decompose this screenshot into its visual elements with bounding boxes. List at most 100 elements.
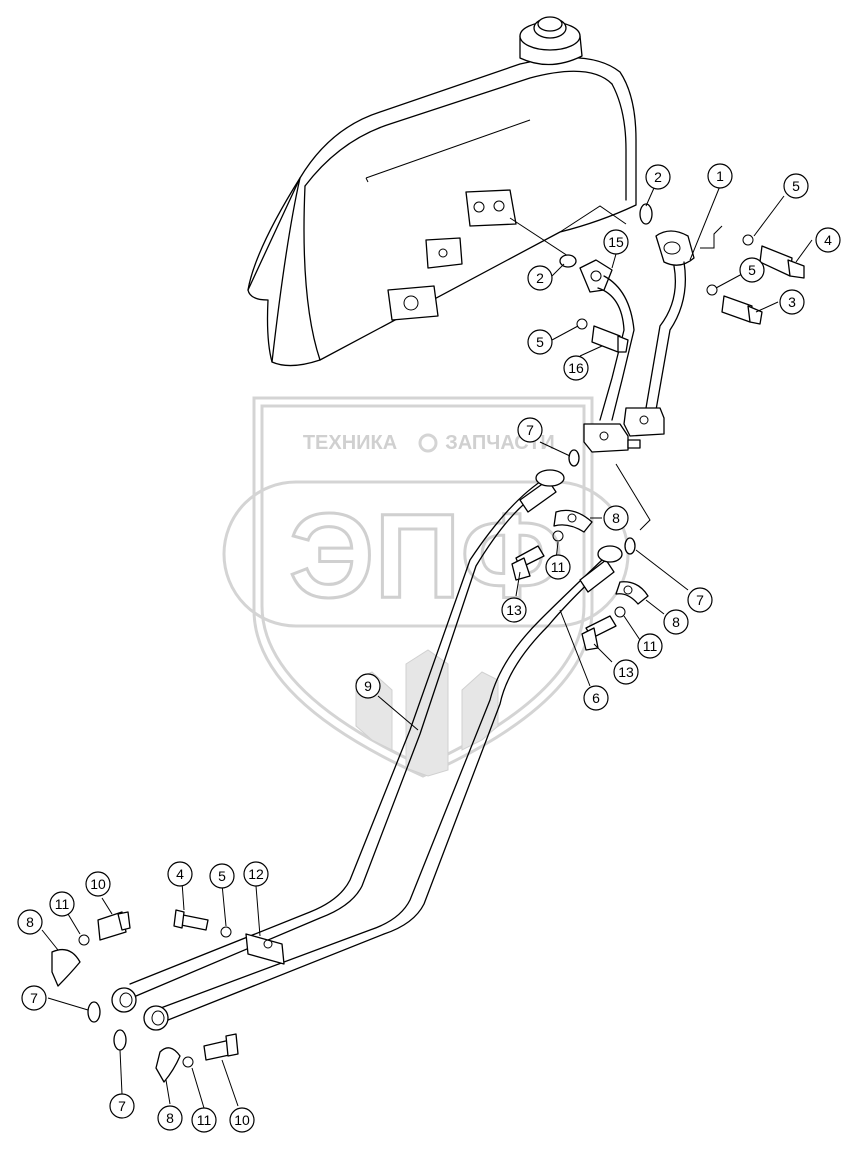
callout-circle (707, 163, 733, 189)
callout-label: 11 (197, 1112, 212, 1128)
callout-c13a: 13 (501, 597, 527, 623)
fuel-lines (111, 469, 623, 1031)
pipe-block (623, 407, 665, 437)
callout-label: 8 (612, 510, 620, 526)
callout-c11a: 11 (49, 891, 75, 917)
callout-label: 2 (536, 270, 544, 286)
callout-circle (779, 289, 805, 315)
callout-c8d: 8 (157, 1105, 183, 1131)
callout-c12: 12 (243, 861, 269, 887)
callout-circle (49, 891, 75, 917)
callout-circle (167, 861, 193, 887)
callout-label: 13 (618, 664, 634, 680)
callout-label: 13 (506, 602, 522, 618)
callout-c13b: 13 (613, 659, 639, 685)
callout-label: 7 (30, 990, 38, 1006)
callout-circle (191, 1107, 217, 1133)
callout-c4a: 4 (815, 227, 841, 253)
callout-c5a: 5 (783, 173, 809, 199)
callout-label: 15 (608, 234, 624, 250)
callout-c2b: 2 (527, 265, 553, 291)
callout-circle (603, 229, 629, 255)
callout-circle (545, 554, 571, 580)
callout-label: 11 (643, 638, 658, 654)
callout-label: 5 (536, 334, 544, 350)
callout-label: 2 (654, 169, 662, 185)
callout-label: 4 (824, 232, 832, 248)
callout-label: 1 (716, 168, 724, 184)
callout-c9: 9 (355, 673, 381, 699)
callout-circle (85, 871, 111, 897)
callout-label: 10 (90, 876, 106, 892)
callout-c1: 1 (707, 163, 733, 189)
callout-c11c: 11 (637, 633, 663, 659)
watermark-text-left: ТЕХНИКА (303, 432, 397, 454)
callout-label: 10 (234, 1112, 250, 1128)
callout-label: 6 (592, 690, 600, 706)
callout-c10a: 10 (85, 871, 111, 897)
callout-label: 7 (696, 592, 704, 608)
callout-label: 11 (551, 559, 566, 575)
upper-pipes (579, 230, 695, 453)
callout-label: 5 (218, 868, 226, 884)
callout-circle (687, 587, 713, 613)
callout-c2a: 2 (645, 164, 671, 190)
callout-c8b: 8 (663, 609, 689, 635)
callout-c8c: 8 (17, 909, 43, 935)
callout-label: 3 (788, 294, 796, 310)
callout-circle (663, 609, 689, 635)
callout-label: 16 (568, 360, 584, 376)
callout-circle (527, 265, 553, 291)
callout-circle (583, 685, 609, 711)
callout-label: 8 (26, 914, 34, 930)
callout-c6: 6 (583, 685, 609, 711)
callout-circle (229, 1107, 255, 1133)
callout-circle (17, 909, 43, 935)
callout-circle (815, 227, 841, 253)
gear-icon (418, 433, 438, 453)
callout-circle (739, 257, 765, 283)
callout-circle (517, 417, 543, 443)
callout-circle (645, 164, 671, 190)
callout-c7d: 7 (109, 1093, 135, 1119)
callout-circle (355, 673, 381, 699)
callout-c8a: 8 (603, 505, 629, 531)
callout-circle (637, 633, 663, 659)
callout-c15: 15 (603, 229, 629, 255)
callout-c3: 3 (779, 289, 805, 315)
fuel-tank (247, 16, 637, 367)
leader-lines (41, 185, 813, 1109)
callout-c7c: 7 (21, 985, 47, 1011)
callout-c11d: 11 (191, 1107, 217, 1133)
callout-circle (783, 173, 809, 199)
callout-label: 8 (166, 1110, 174, 1126)
callout-c4b: 4 (167, 861, 193, 887)
callout-c16: 16 (563, 355, 589, 381)
callout-circle (603, 505, 629, 531)
callout-circle (527, 329, 553, 355)
callout-c5d: 5 (209, 863, 235, 889)
callout-c11b: 11 (545, 554, 571, 580)
callout-circle (563, 355, 589, 381)
callout-label: 9 (364, 678, 372, 694)
callout-circle (243, 861, 269, 887)
callout-label: 5 (792, 178, 800, 194)
callout-label: 7 (118, 1098, 126, 1114)
callout-circle (501, 597, 527, 623)
callout-label: 8 (672, 614, 680, 630)
fasteners-bottom (51, 909, 239, 1083)
tank-pad (465, 189, 517, 227)
callout-label: 11 (55, 896, 70, 912)
callout-label: 12 (248, 866, 264, 882)
callout-label: 4 (176, 866, 184, 882)
callouts: 1223445555677778888910101111111112131315… (17, 163, 841, 1133)
callout-label: 5 (748, 262, 756, 278)
callout-label: 7 (526, 422, 534, 438)
callout-circle (157, 1105, 183, 1131)
callout-circle (21, 985, 47, 1011)
pipe-block (583, 423, 629, 453)
fasteners-top (576, 203, 805, 353)
callout-circle (109, 1093, 135, 1119)
callout-c7b: 7 (687, 587, 713, 613)
